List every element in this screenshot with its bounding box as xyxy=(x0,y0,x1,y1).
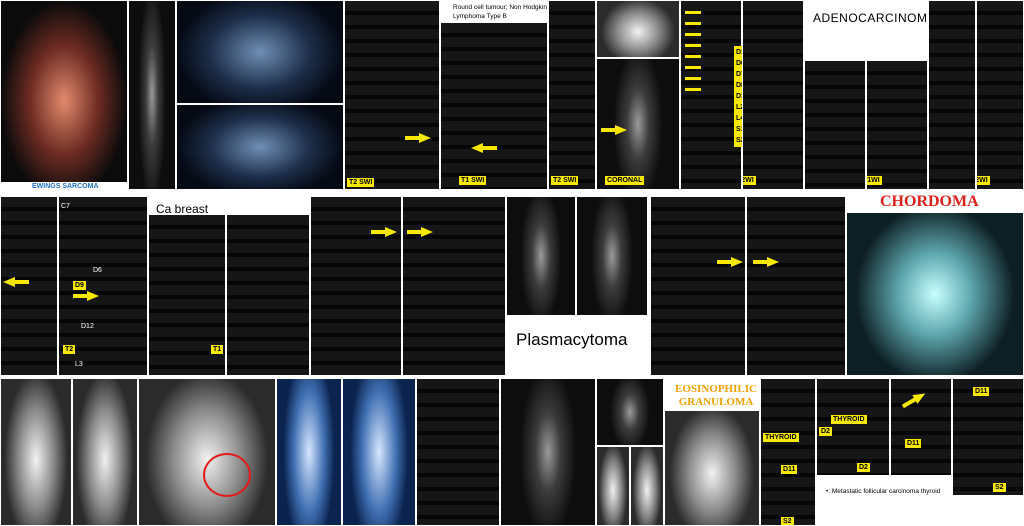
d11-tag: D11 xyxy=(905,439,922,448)
axial-ct-image xyxy=(596,378,664,446)
level-item: D7 xyxy=(736,71,745,78)
thyroid-mets-sag-3-image: D11 xyxy=(890,378,952,476)
chordoma-caption: CHORDOMA xyxy=(880,193,979,210)
s2-tag: S2 xyxy=(993,483,1006,492)
lesion-arrow xyxy=(753,257,779,267)
postop-xray-1-image xyxy=(596,446,630,526)
lesion-arrow xyxy=(900,389,928,411)
thyroid-mets-sag-1-image: THYROID D11 S2 xyxy=(760,378,816,526)
d11-tag: D11 xyxy=(781,465,798,474)
plasmacytoma-sag-2-image xyxy=(402,196,506,376)
eosinophilic-granuloma-caption: EOSINOPHILIC GRANULOMA xyxy=(675,383,757,408)
plasmacytoma-sag-4-image xyxy=(746,196,846,376)
t2-swi-whole-spine-image: T2 SWI xyxy=(548,0,596,190)
d9-tag: D9 xyxy=(73,281,86,290)
ca-breast-t1b-image xyxy=(226,214,310,376)
level-item: D8 xyxy=(736,82,745,89)
spine-xray-blue-lat-image xyxy=(342,378,416,526)
t1-swi-lumbar-image: T1 SWI xyxy=(440,22,548,190)
lesion-circle xyxy=(203,453,251,497)
round-cell-caption: Round cell tumour; Non Hodgkin Lymphoma … xyxy=(453,4,547,20)
t1-tag: T1 xyxy=(211,345,224,354)
coronal-mri-image: CORONAL xyxy=(596,58,680,190)
plasmacytoma-coronal-1-image xyxy=(506,196,576,316)
d6-level: D6 xyxy=(93,267,102,274)
spine-xray-lat-image xyxy=(72,378,138,526)
adeno-sagittal-3-image xyxy=(928,0,976,190)
axial-mri-blue-image xyxy=(176,0,344,104)
level-item: S2 xyxy=(736,137,745,144)
chordoma-pelvis-xray-image xyxy=(846,212,1024,376)
adenocarcinoma-caption-box: ADENOCARCINOMA xyxy=(804,0,928,60)
thyroid-tag: THYROID xyxy=(831,415,867,424)
thyroid-tag: THYROID xyxy=(763,433,799,442)
spine-xray-blue-ap-image xyxy=(276,378,342,526)
lesion-arrow xyxy=(405,133,431,143)
adeno-sagittal-1-image xyxy=(804,60,866,190)
lesion-arrow xyxy=(407,227,433,237)
t1-swi-tag: T1 SWI xyxy=(459,176,487,185)
multilevel-arrows xyxy=(685,11,701,91)
t2-swi-lumbar-image: T2 SWI xyxy=(344,0,440,190)
s2-tag: S2 xyxy=(781,517,794,525)
ca-breast-caption: Ca breast xyxy=(156,202,209,216)
lesion-arrow xyxy=(601,125,627,135)
ca-breast-t2b-image: C7 D6 D9 D12 T2 L3 xyxy=(58,196,148,376)
t1wi-tag: T1WI xyxy=(867,176,882,185)
adeno-sagittal-4-image: T2WI xyxy=(976,0,1024,190)
plasmacytoma-sag-3-image xyxy=(650,196,746,376)
ca-breast-t2-image xyxy=(0,196,58,376)
vertebra-plana-xray-image xyxy=(664,410,760,526)
t2wi-tag: T2WI xyxy=(977,176,990,185)
ewings-sarcoma-caption: EWINGS SARCOMA xyxy=(32,183,99,190)
lesion-arrow xyxy=(371,227,397,237)
sagittal-mri-neck-image xyxy=(128,0,176,190)
xray-small-image xyxy=(596,0,680,58)
d2-tag: D2 xyxy=(857,463,870,472)
plasmacytoma-sag-1-image xyxy=(310,196,402,376)
c7-level: C7 xyxy=(61,203,70,210)
thyroid-mets-sag-2-image: THYROID D2 D2 xyxy=(816,378,890,476)
level-item: S1 xyxy=(736,126,745,133)
level-item: L2 xyxy=(736,104,745,111)
t2-swi-tag: T2 SWI xyxy=(551,176,579,185)
lesion-arrow xyxy=(73,291,99,301)
lesion-arrow xyxy=(717,257,743,267)
lesion-arrow xyxy=(471,143,497,153)
adeno-sagittal-2-image: T1WI xyxy=(866,60,928,190)
thyroid-mets-sag-4-image: D11 S2 xyxy=(952,378,1024,496)
spine-xray-ap-image xyxy=(0,378,72,526)
t2-tag: T2 xyxy=(63,345,76,354)
ca-breast-t1-image: T1 xyxy=(148,214,226,376)
postop-xray-2-image xyxy=(630,446,664,526)
sagittal-coronal-blue-image xyxy=(176,104,344,190)
level-item: L4 xyxy=(736,115,745,122)
d12-level: D12 xyxy=(81,323,94,330)
coronal-tag: CORONAL xyxy=(605,176,645,185)
level-item: D6 xyxy=(736,60,745,67)
d11-tag: D11 xyxy=(973,387,990,396)
metastatic-follicular-caption: •: Metastatic follicular carcinoma thyro… xyxy=(826,488,941,495)
lesion-arrow xyxy=(3,277,29,287)
adenocarcinoma-caption: ADENOCARCINOMA xyxy=(813,11,928,25)
plasmacytoma-coronal-2-image xyxy=(576,196,648,316)
d2-tag: D2 xyxy=(819,427,832,436)
t2wi-multilevel-image xyxy=(680,0,742,190)
lumbar-mri-coronal-image xyxy=(500,378,596,526)
plasmacytoma-caption: Plasmacytoma xyxy=(516,330,628,349)
t2-swi-tag: T2 SWI xyxy=(347,178,375,187)
pelvis-xray-image xyxy=(138,378,276,526)
lumbar-mri-sag-image xyxy=(416,378,500,526)
level-item: D1 xyxy=(736,49,745,56)
t2wi-tag: T2WI xyxy=(743,176,756,185)
round-cell-caption-box: Round cell tumour; Non Hodgkin Lymphoma … xyxy=(440,0,548,22)
t2wi-sagittal-image: T2WI xyxy=(742,0,804,190)
pet-ct-chest-image xyxy=(0,0,128,183)
l3-level: L3 xyxy=(75,361,83,368)
